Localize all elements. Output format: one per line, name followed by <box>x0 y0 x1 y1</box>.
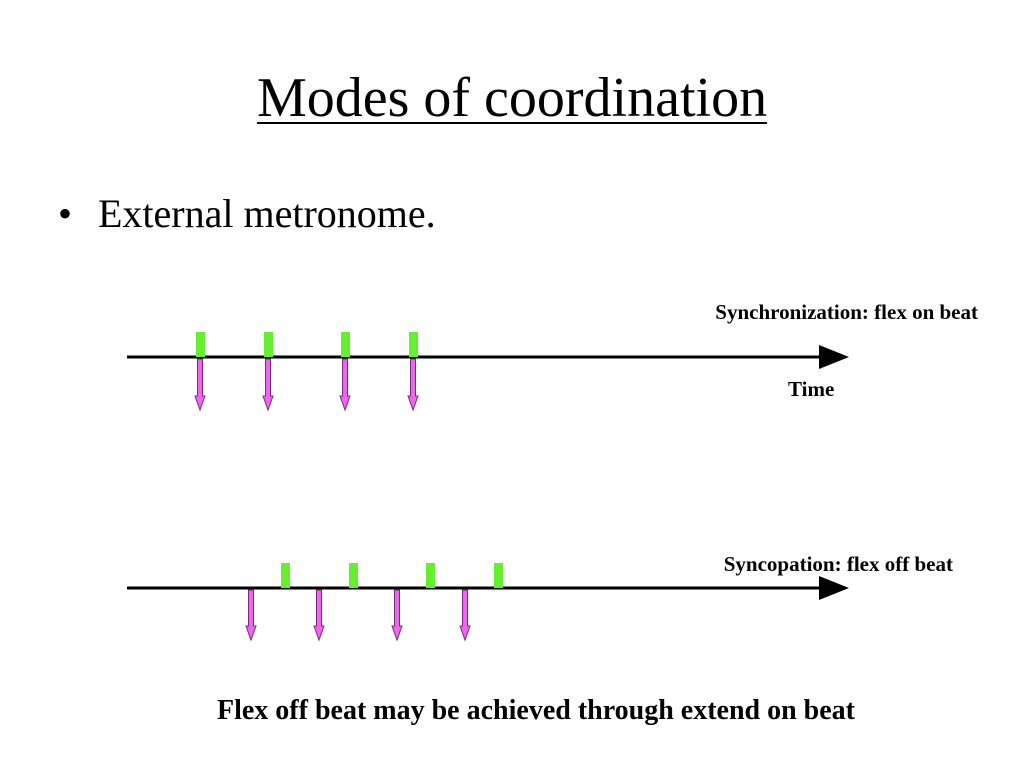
sync2-flex-arrow-1 <box>245 589 257 642</box>
time-axis-label: Time <box>788 377 835 401</box>
sync-flex-arrow-3 <box>339 358 351 412</box>
sync-flex-arrow-1 <box>194 358 206 412</box>
bullet-text: External metronome. <box>98 191 436 236</box>
sync2-beat-1 <box>281 563 290 588</box>
bullet-marker: • <box>58 191 73 236</box>
sync2-flex-arrow-2 <box>313 589 325 642</box>
syncopation-label: Syncopation: flex off beat <box>723 552 953 576</box>
sync2-beat-2 <box>349 563 358 588</box>
sync2-flex-arrow-4 <box>459 589 471 642</box>
sync-beat-3 <box>341 332 350 357</box>
sync-flex-arrow-2 <box>262 358 274 412</box>
sync2-flex-arrow-3 <box>391 589 403 642</box>
slide-title: Modes of coordination <box>256 67 768 129</box>
sync-beat-2 <box>264 332 273 357</box>
sync2-beat-4 <box>494 563 503 588</box>
slide-caption: Flex off beat may be achieved through ex… <box>217 695 855 726</box>
sync-beat-1 <box>196 332 205 357</box>
sync-beat-4 <box>409 332 418 357</box>
bullet-item: • External metronome. <box>58 190 436 238</box>
sync2-beat-3 <box>426 563 435 588</box>
synchronization-label: Synchronization: flex on beat <box>715 300 978 324</box>
sync-flex-arrow-4 <box>407 358 419 412</box>
